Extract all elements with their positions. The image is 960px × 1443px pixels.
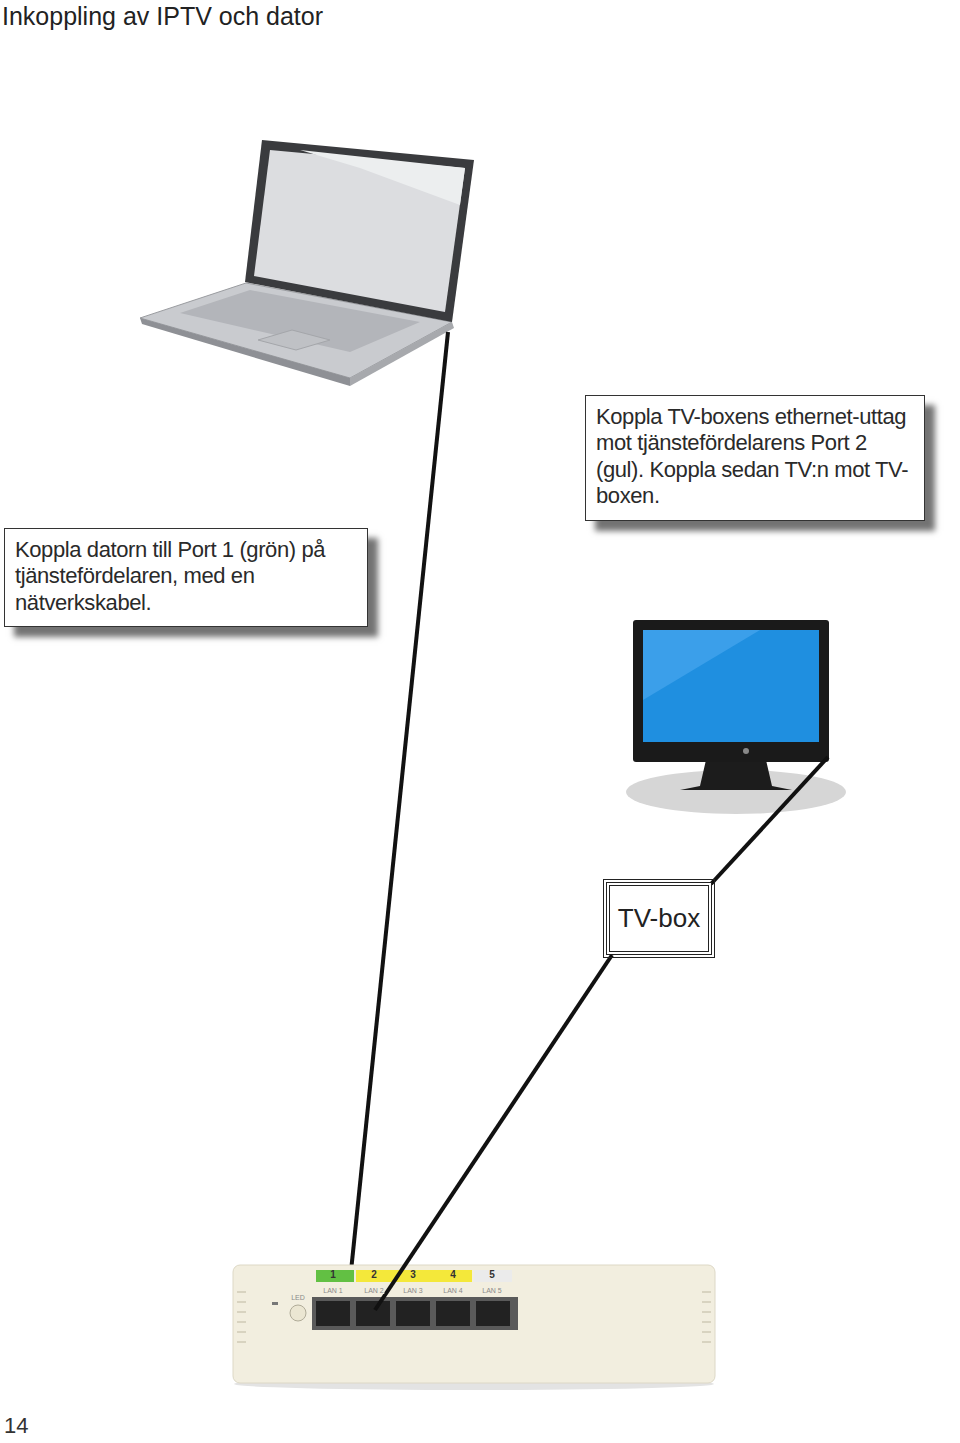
port-label: LAN 2 [363, 1287, 384, 1294]
callout-text: Koppla TV-boxens ethernet-uttag mot tjän… [596, 404, 914, 510]
network-cable [347, 332, 448, 1310]
port-label: LAN 4 [442, 1287, 463, 1294]
service-distributor: 1 2 3 4 5LAN 1 LAN 2 LAN 3 LAN 4 LAN 5 LED [233, 1265, 715, 1383]
port-number: 2 [371, 1269, 377, 1280]
router-illustration [233, 1265, 715, 1390]
instruction-callout: Koppla datorn till Port 1 (grön) på tjän… [4, 528, 368, 627]
page-title: Inkoppling av IPTV och dator [2, 2, 323, 31]
network-cable [375, 955, 612, 1310]
port-label: LAN 3 [402, 1287, 423, 1294]
port-label: LAN 5 [481, 1287, 502, 1294]
hdmi-cable [711, 757, 828, 884]
port-number: 4 [450, 1269, 456, 1280]
instruction-callout: Koppla TV-boxens ethernet-uttag mot tjän… [585, 395, 925, 521]
tv-illustration [626, 620, 846, 814]
box-label: TV-box [618, 903, 700, 934]
led-label: LED [291, 1294, 305, 1301]
port-number: 3 [410, 1269, 416, 1280]
page-number: 14 [4, 1413, 28, 1439]
port-label: LAN 1 [322, 1287, 343, 1294]
port-number: 5 [489, 1269, 495, 1280]
port-number: 1 [330, 1269, 336, 1280]
callout-text: Koppla datorn till Port 1 (grön) på tjän… [15, 537, 357, 616]
tv-box: TV-box [606, 882, 712, 955]
laptop-illustration [140, 140, 474, 386]
